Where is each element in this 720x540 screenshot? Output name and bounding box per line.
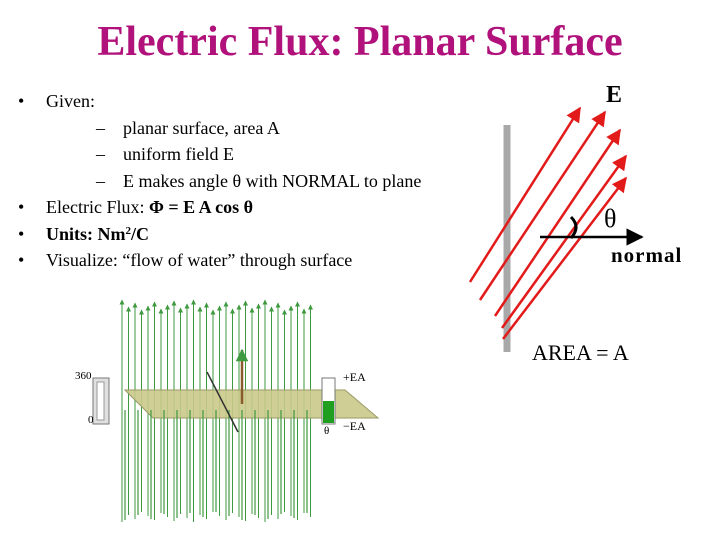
field-lines-group bbox=[468, 106, 628, 340]
units-suffix: /C bbox=[131, 223, 149, 244]
units-label: Units: Nm2/C bbox=[46, 224, 149, 244]
angle-arc bbox=[569, 215, 578, 240]
theta-label: θ bbox=[604, 204, 617, 233]
given-label: Given: bbox=[46, 91, 95, 111]
bullet-flux: • Electric Flux: Φ = E A cos θ bbox=[18, 194, 438, 221]
area-label: AREA = A bbox=[532, 340, 629, 365]
bullet-list: • Given: – planar surface, area A – unif… bbox=[18, 88, 438, 274]
given-item-text: uniform field E bbox=[123, 144, 234, 164]
field-line-5 bbox=[502, 176, 627, 340]
given-item-text: planar surface, area A bbox=[123, 117, 280, 138]
visualize-text: Visualize: “flow of water” through surfa… bbox=[46, 250, 353, 270]
field-lines-front bbox=[124, 410, 308, 520]
flux-formula: Φ = E A cos θ bbox=[148, 197, 254, 217]
given-item-1: – planar surface, area A bbox=[18, 115, 438, 142]
field-line-3 bbox=[493, 128, 622, 317]
sub-dash: – bbox=[96, 117, 105, 138]
given-item-3: – E makes angle θ with NORMAL to plane bbox=[18, 168, 438, 195]
given-item-text: E makes angle θ with NORMAL to plane bbox=[123, 170, 422, 191]
angle-gauge-track bbox=[96, 381, 105, 421]
bullet-dot: • bbox=[18, 250, 25, 270]
flux-min-label: −EA bbox=[343, 419, 366, 433]
bullet-given: • Given: bbox=[18, 88, 438, 115]
sub-dash: – bbox=[96, 144, 105, 164]
gauge-min-label: 0 bbox=[88, 414, 94, 426]
bullet-dot: • bbox=[18, 223, 25, 244]
angle-symbol-label: θ bbox=[324, 425, 330, 437]
flux-max-label: +EA bbox=[343, 370, 366, 384]
e-field-label: E bbox=[606, 82, 623, 108]
flux-label: Electric Flux: bbox=[46, 197, 145, 217]
given-item-2: – uniform field E bbox=[18, 141, 438, 168]
bullet-units: • Units: Nm2/C bbox=[18, 221, 438, 248]
units-prefix: Units: Nm bbox=[46, 223, 126, 244]
field-line-1 bbox=[468, 106, 582, 283]
rotation-axis bbox=[206, 371, 239, 433]
gauge-max-label: 360 bbox=[75, 370, 92, 382]
flux-gauge-fill bbox=[323, 401, 334, 423]
bullet-dot: • bbox=[18, 91, 25, 111]
units-exponent: 2 bbox=[125, 224, 132, 237]
sub-dash: – bbox=[96, 170, 105, 191]
normal-label: normal bbox=[611, 243, 683, 267]
bullet-visualize: • Visualize: “flow of water” through sur… bbox=[18, 247, 438, 274]
field-line-4 bbox=[500, 154, 628, 329]
bullet-dot: • bbox=[18, 197, 25, 217]
tilted-plane bbox=[123, 389, 380, 419]
field-line-2 bbox=[478, 110, 607, 301]
slide-title: Electric Flux: Planar Surface bbox=[97, 19, 623, 65]
